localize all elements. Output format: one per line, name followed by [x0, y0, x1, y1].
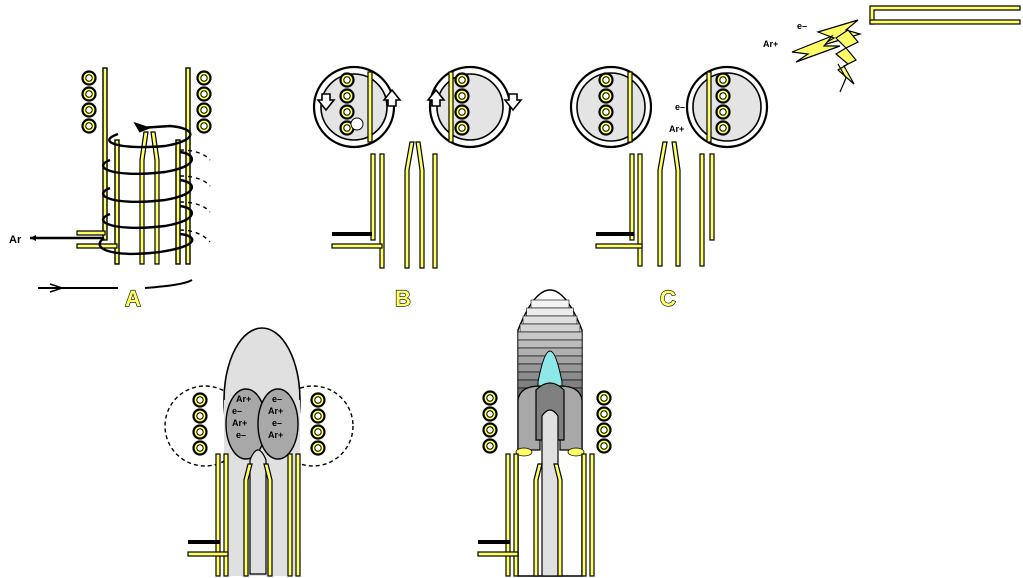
central-channel	[250, 450, 266, 574]
coil-stack-right	[198, 72, 211, 133]
gas-inlet-tube	[188, 552, 228, 556]
coil-stack-right	[598, 392, 611, 453]
outer-tube-right-wall	[296, 454, 300, 576]
outer-tube-right-wall	[710, 154, 714, 240]
particle-label: Ar+	[268, 406, 283, 416]
temperature-band	[523, 316, 577, 324]
tube-wall-segment	[368, 72, 372, 142]
coil-stack-left	[83, 72, 96, 133]
outer-tube-left-wall	[371, 154, 375, 240]
injector-right-wall	[672, 142, 680, 266]
intermediate-tube-left-wall	[380, 154, 384, 268]
gas-inlet-tube	[77, 231, 105, 235]
coil-stack-left	[194, 394, 207, 455]
gas-label-ar: Ar	[9, 234, 22, 246]
tube-wall-segment	[707, 72, 711, 142]
particle-label: Ar+	[268, 430, 283, 440]
temperature-band	[520, 324, 580, 332]
intermediate-tube-right-wall	[176, 140, 180, 264]
panel-b: B	[314, 67, 521, 311]
gas-flow-arrowhead	[30, 235, 36, 241]
temperature-band	[518, 340, 582, 348]
panel-a: Ar A	[9, 68, 211, 311]
particle-label: Ar+	[232, 418, 247, 428]
gas-inlet-line	[332, 232, 372, 236]
intermediate-tube-left-wall	[224, 454, 228, 576]
intermediate-tube-right-wall	[433, 154, 437, 268]
outer-tube-left-wall	[630, 154, 634, 240]
ion-label: Ar+	[669, 124, 684, 134]
injector-right-wall	[416, 142, 424, 268]
injector-right-wall	[151, 132, 159, 264]
swirl-flow-path	[30, 124, 192, 254]
spark-ignition: e– Ar+	[763, 6, 1020, 92]
intermediate-tube-right-wall	[288, 454, 292, 576]
injector-left-wall	[140, 132, 148, 264]
panel-e	[478, 290, 611, 576]
panel-d: Ar+ e– Ar+ e– e– Ar+ e– Ar+	[165, 328, 353, 576]
panel-label-b: B	[395, 286, 411, 311]
temperature-band	[531, 300, 569, 308]
spark-bolt	[836, 30, 858, 84]
gas-inlet-line	[188, 540, 220, 544]
temperature-band	[518, 332, 582, 340]
panel-c: e– Ar+ C	[571, 67, 767, 311]
gas-inlet-tube	[478, 552, 518, 556]
gas-inlet-tube	[332, 244, 382, 248]
tube-wall-segment	[628, 72, 632, 142]
panel-label-a: A	[125, 286, 141, 311]
tesla-electrode-bar	[870, 20, 1020, 24]
bottom-flow-curve	[145, 280, 192, 288]
particle-label: e–	[232, 406, 242, 416]
gas-inlet-line	[596, 232, 634, 236]
electron-label: e–	[797, 21, 807, 31]
outer-tube-right-wall	[590, 454, 594, 576]
coil-stack-left	[484, 392, 497, 453]
ion-label: Ar+	[763, 39, 778, 49]
intermediate-tube-right-wall	[700, 154, 704, 266]
temperature-band	[527, 308, 574, 316]
injector-left-wall	[405, 142, 414, 268]
intermediate-tube-left-wall	[514, 454, 518, 576]
outer-tube-left-wall	[506, 454, 510, 576]
gas-inlet-tube-lower	[77, 244, 117, 248]
gas-inlet-line	[478, 540, 510, 544]
central-channel	[542, 410, 558, 576]
injector-left-wall	[658, 142, 667, 266]
intermediate-tube-right-wall	[582, 454, 586, 576]
charged-particle	[351, 118, 363, 130]
particle-label: e–	[272, 418, 282, 428]
particle-label: e–	[272, 394, 282, 404]
tube-wall-segment	[449, 72, 453, 142]
swirl-flow-hidden-path	[180, 150, 210, 242]
coil-stack-right	[312, 394, 325, 455]
intermediate-tube-left-wall	[638, 154, 642, 266]
panel-label-c: C	[660, 286, 676, 311]
particle-label: e–	[236, 430, 246, 440]
outer-tube-left-wall	[216, 454, 220, 576]
gas-inlet-tube	[596, 244, 642, 248]
particle-label: Ar+	[236, 394, 251, 404]
electron-label: e–	[675, 102, 685, 112]
outer-tube-left-wall	[103, 68, 107, 240]
